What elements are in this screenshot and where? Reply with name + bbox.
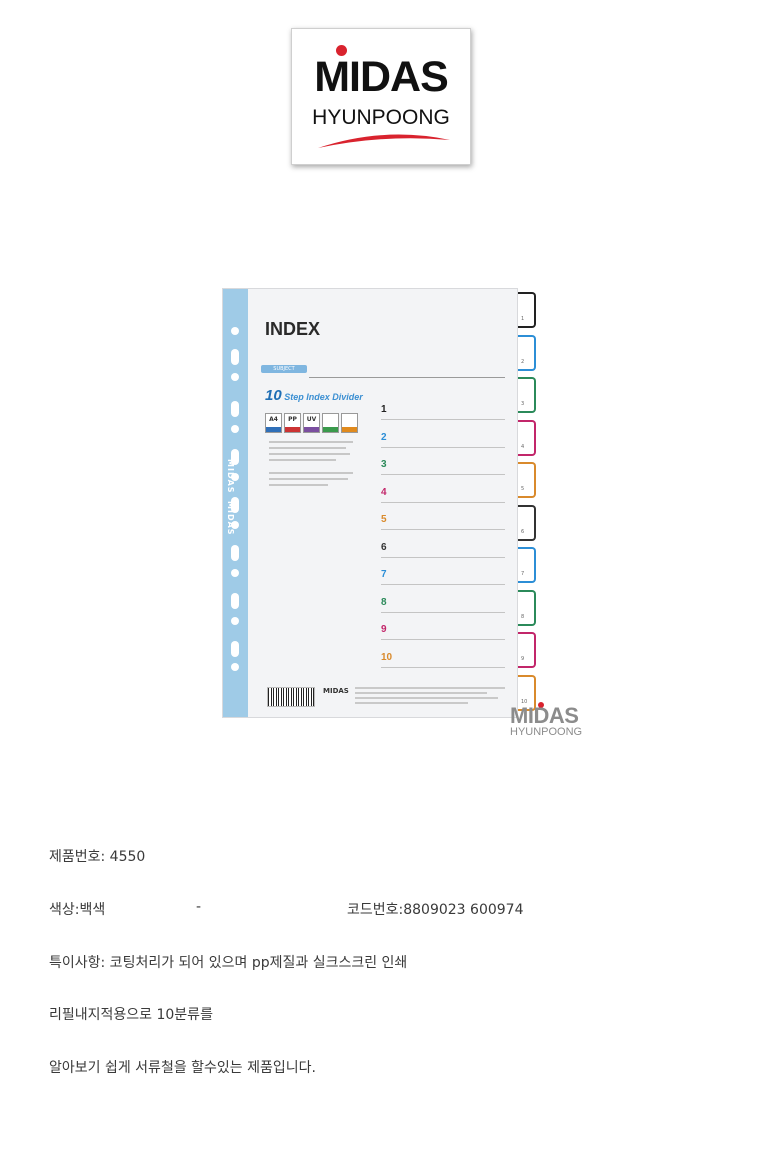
- footer-logo: MIDAS: [323, 687, 349, 695]
- index-tab: 4: [518, 419, 536, 456]
- spine-logo: MIDAS: [226, 501, 235, 536]
- index-row-number: 3: [381, 459, 387, 470]
- index-tab: 2: [518, 334, 536, 371]
- punch-hole: [231, 545, 239, 561]
- punch-hole: [231, 521, 239, 529]
- barcode-icon: [267, 687, 315, 707]
- index-tab: 1: [518, 292, 536, 328]
- punch-hole: [231, 569, 239, 577]
- punch-hole: [231, 617, 239, 625]
- index-row: 10: [381, 645, 505, 668]
- index-tab-number: 7: [521, 571, 525, 577]
- spec-badge-label: PP: [288, 416, 297, 423]
- watermark-sub: HYUNPOONG: [510, 726, 583, 738]
- index-row: 1: [381, 397, 505, 420]
- sheet-spine: MIDAS MIDAS: [223, 289, 248, 717]
- step-number: 10: [265, 387, 282, 404]
- index-row-number: 6: [381, 541, 387, 553]
- index-row: 4: [381, 480, 505, 503]
- index-row-number: 2: [381, 431, 387, 443]
- index-tab-number: 10: [521, 698, 528, 705]
- description-line-2: 알아보기 쉽게 서류철을 할수있는 제품입니다.: [49, 1060, 316, 1076]
- description-line-1: 리필내지적용으로 10분류를: [49, 1007, 213, 1023]
- index-tab-number: 1: [521, 316, 525, 322]
- index-tab: 3: [518, 377, 536, 413]
- index-row: 9: [381, 617, 505, 640]
- index-title: INDEX: [265, 319, 321, 339]
- index-tab-number: 5: [521, 486, 525, 492]
- punch-hole: [231, 641, 239, 657]
- index-row-number: 10: [381, 651, 393, 663]
- punch-hole: [231, 449, 239, 465]
- special-notes: 특이사항: 코팅처리가 되어 있으며 pp제질과 실크스크린 인쇄: [49, 955, 408, 971]
- index-tab: 10: [518, 674, 536, 711]
- index-tab: 5: [518, 462, 536, 498]
- punch-hole: [231, 473, 239, 481]
- punch-hole: [231, 663, 239, 671]
- index-tab-number: 6: [521, 528, 525, 535]
- spec-badge: PP: [284, 413, 301, 433]
- punch-hole: [231, 349, 239, 365]
- subject-label: SUBJECT: [261, 365, 307, 373]
- index-row-number: 4: [381, 486, 387, 498]
- product-image: MIDAS MIDAS INDEX SUBJECT 10 Step Index D…: [222, 288, 542, 718]
- punch-hole: [231, 401, 239, 417]
- step-heading: 10 Step Index Divider: [265, 387, 363, 404]
- index-tab: 9: [518, 632, 536, 668]
- punch-hole: [231, 497, 239, 513]
- punch-hole: [231, 593, 239, 609]
- logo-dot: [336, 45, 347, 56]
- index-row: 2: [381, 425, 505, 448]
- step-text: Step Index Divider: [284, 392, 363, 402]
- punch-hole: [231, 327, 239, 335]
- spec-badge: [341, 413, 358, 433]
- index-row: 5: [381, 507, 505, 530]
- index-tab: 6: [518, 504, 536, 541]
- watermark-brand: MIDAS: [510, 703, 579, 728]
- product-color: 색상:백색: [49, 902, 106, 918]
- index-row: 3: [381, 452, 505, 475]
- index-tab-number: 3: [521, 401, 525, 407]
- spine-logo: MIDAS: [226, 459, 235, 494]
- index-tab-number: 2: [521, 358, 525, 365]
- punch-hole: [231, 425, 239, 433]
- color-dash: -: [196, 899, 202, 915]
- index-tab-number: 9: [521, 656, 525, 662]
- logo-swoosh-icon: [318, 134, 450, 148]
- spec-badge: A4: [265, 413, 282, 433]
- index-sheet: MIDAS MIDAS INDEX SUBJECT 10 Step Index D…: [222, 288, 518, 718]
- index-row: 7: [381, 562, 505, 585]
- index-row: 8: [381, 590, 505, 613]
- watermark-dot: [538, 702, 544, 708]
- spec-badge: [322, 413, 339, 433]
- brand-logo: MIDAS HYUNPOONG: [291, 28, 471, 165]
- index-tab-number: 4: [521, 443, 525, 450]
- index-row-number: 5: [381, 514, 387, 525]
- index-row-number: 1: [381, 404, 387, 415]
- index-row: 6: [381, 535, 505, 558]
- product-code: 코드번호:8809023 600974: [347, 902, 524, 918]
- spec-badge-label: UV: [306, 416, 317, 423]
- footer-text: [355, 687, 505, 707]
- index-row-number: 7: [381, 569, 387, 580]
- index-row-number: 9: [381, 624, 387, 635]
- spec-badge: UV: [303, 413, 320, 433]
- index-row-number: 8: [381, 596, 387, 608]
- index-tab: 8: [518, 589, 536, 626]
- logo-brand-text: MIDAS: [314, 53, 449, 101]
- spec-badges: A4 PP UV: [265, 413, 358, 433]
- punch-hole: [231, 373, 239, 381]
- logo-sub-text: HYUNPOONG: [312, 106, 450, 129]
- spec-badge-label: A4: [269, 416, 278, 423]
- index-tab-number: 8: [521, 613, 525, 620]
- index-tab: 7: [518, 547, 536, 583]
- product-number: 제품번호: 4550: [49, 849, 146, 865]
- notes-text: [269, 441, 353, 490]
- subject-line: [309, 377, 505, 378]
